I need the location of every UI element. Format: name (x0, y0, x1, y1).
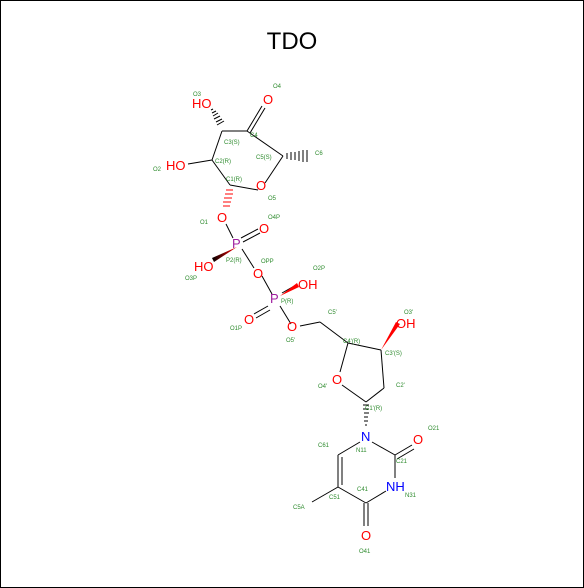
label-c2-prime: C2' (396, 383, 405, 389)
label-o3-prime: O3' (404, 310, 413, 316)
label-p2r: P2(R) (226, 258, 242, 264)
atom-o4p: O (259, 221, 269, 236)
label-c4r-prime: C4'(R) (343, 339, 360, 345)
phosphate-bonds (225, 223, 321, 327)
label-o4p: O4P (268, 215, 280, 221)
atom-opp: O (253, 266, 263, 281)
label-o3: O3 (193, 92, 202, 98)
label-c1r-prime: C1'(R) (365, 406, 382, 412)
atom-o4: O (263, 92, 273, 107)
atom-symbols: HO O HO O O P O HO O P OH O O OH O N NH … (166, 92, 423, 543)
wedge-bond-p2 (212, 247, 237, 262)
atom-o4-base: O (361, 528, 371, 543)
label-c3s: C3(S) (224, 140, 240, 146)
label-pr: P(R) (281, 299, 293, 305)
label-o1p: O1P (230, 326, 242, 332)
label-c6: C6 (315, 151, 323, 157)
atom-o5: O (256, 178, 266, 193)
label-o4-prime: O4' (318, 384, 327, 390)
wedge-bond-o3p (381, 322, 400, 350)
label-o5: O5 (268, 196, 277, 202)
hashed-bonds (210, 108, 369, 426)
label-o21: O21 (428, 426, 440, 432)
wedge-bond-p (280, 283, 299, 296)
atom-o4-prime: O (332, 372, 342, 387)
atom-n1: N (361, 429, 370, 444)
label-n11: N11 (356, 448, 367, 454)
atom-o5p: O (287, 319, 297, 334)
label-c5a: C5A (293, 505, 305, 511)
label-n31: N31 (405, 493, 417, 499)
label-c2r: C2(R) (215, 159, 231, 165)
atom-o2p: OH (298, 277, 318, 292)
label-o2: O2 (153, 167, 162, 173)
label-c3s-prime: C3'(S) (385, 351, 402, 357)
label-o5-prime: O5' (286, 338, 295, 344)
atom-p: P (270, 291, 279, 306)
label-c5s: C5(S) (256, 155, 272, 161)
atom-p2: P (232, 236, 241, 251)
base-bonds (311, 441, 415, 526)
label-c4: C4 (250, 133, 258, 139)
label-c5-prime: C5' (328, 310, 337, 316)
label-opp: OPP (261, 259, 274, 265)
label-c61: C61 (318, 443, 330, 449)
label-c51: C51 (329, 495, 341, 501)
label-c41: C41 (357, 487, 369, 493)
sugar-ring-bonds (187, 105, 284, 191)
label-o41: O41 (359, 549, 371, 555)
label-o2p: O2P (313, 266, 325, 272)
diagram-title: TDO (266, 28, 318, 55)
atom-o1p: O (244, 312, 254, 327)
atom-o3p: HO (194, 259, 214, 274)
label-c1r: C1(R) (226, 177, 242, 183)
label-o1: O1 (200, 220, 209, 226)
atom-o1: O (217, 210, 227, 225)
deoxyribose-bonds (319, 321, 385, 403)
label-o3p: O3P (185, 276, 197, 282)
atom-o3-prime: OH (396, 316, 416, 331)
atom-n3: NH (386, 479, 405, 494)
label-c21: C21 (396, 459, 408, 465)
atom-o2-base: O (413, 432, 423, 447)
atom-o2: HO (166, 158, 186, 173)
label-o4: O4 (273, 84, 282, 90)
atom-o3: HO (192, 96, 212, 111)
atom-labels: O3 O4 C3(S) C4 O2 C2(R) C5(S) C6 C1(R) O… (153, 84, 440, 555)
